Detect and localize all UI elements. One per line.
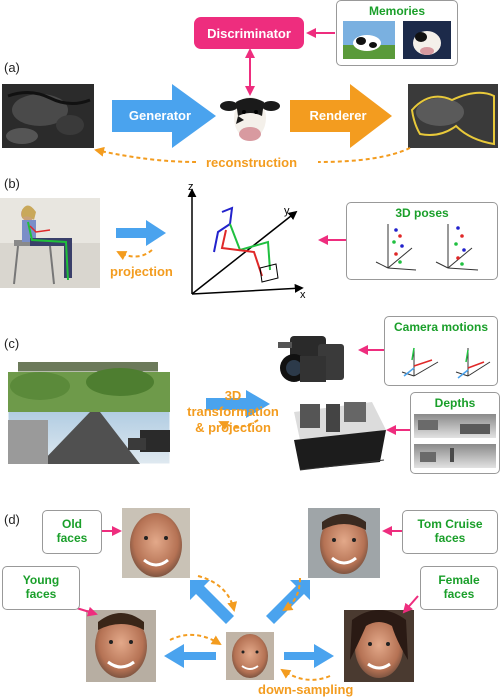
projection-label: projection (110, 264, 173, 279)
memories-box: Memories (336, 0, 458, 66)
3d-poses-title: 3D poses (395, 206, 449, 220)
transform-label-line2: & projection (195, 420, 271, 435)
axis-y-label: y (284, 205, 290, 217)
young-faces-line1: Young (22, 573, 60, 587)
tom-cruise-faces-line1: Tom Cruise (417, 517, 483, 531)
tom-cruise-faces-line2: faces (434, 531, 466, 545)
street-transform-arrow (206, 390, 270, 418)
arrow-to-tom-cruise (266, 580, 310, 624)
projection-arrow (116, 249, 153, 261)
camera-motion-plots (401, 347, 491, 379)
face-center-lowres (226, 632, 274, 680)
transform-label-line1: 3D transformation (187, 388, 279, 419)
panel-b-label: (b) (4, 176, 20, 191)
old-faces-line2: faces (56, 531, 88, 545)
young-faces-line2: faces (25, 587, 57, 601)
memories-title: Memories (368, 4, 426, 18)
female-faces-line2: faces (443, 587, 475, 601)
face-female (344, 610, 414, 682)
depths-title: Depths (434, 396, 476, 410)
tom-back-arrow (282, 577, 301, 612)
axis-x-label: x (300, 289, 306, 301)
face-old (122, 508, 190, 578)
axis-z-label: z (188, 181, 194, 193)
3d-poses-mini-plots (375, 224, 479, 271)
female-back-arrow (280, 668, 331, 681)
memories-cow-photos (343, 21, 451, 59)
street-photos (7, 362, 171, 465)
female-faces-line1: Female (438, 573, 480, 587)
arrow-to-old (190, 580, 234, 624)
renderer-arrow (290, 84, 392, 148)
tom-cruise-faces-box: Tom Cruise faces (402, 510, 498, 554)
transform-label: 3D transformation & projection (178, 388, 288, 436)
generator-arrow (112, 84, 216, 148)
depth-point-cloud (294, 402, 386, 471)
depth-maps (414, 414, 496, 468)
panel-c-label: (c) (4, 336, 20, 351)
3d-poses-box: 3D poses (346, 202, 498, 280)
camera-motions-box: Camera motions (384, 316, 498, 386)
discriminator-box: Discriminator (194, 17, 304, 49)
3d-skeleton-plot (187, 188, 304, 295)
young-back-arrow (169, 633, 222, 646)
panel-d-label: (d) (4, 512, 20, 527)
video-camera-icon (278, 336, 344, 382)
arrow-to-young (164, 644, 216, 668)
renderer-label: Renderer (309, 108, 366, 123)
female-faces-box: Female faces (420, 566, 498, 610)
face-young (86, 610, 156, 682)
transform-back-arrow (218, 419, 259, 431)
camera-motions-title: Camera motions (393, 320, 489, 334)
panel-a-label: (a) (4, 60, 20, 75)
depths-box: Depths (410, 392, 500, 474)
downsampling-label: down-sampling (258, 682, 354, 697)
person-sitting-photo (0, 198, 100, 288)
young-faces-box: Young faces (2, 566, 80, 610)
female-box-arrow (402, 595, 419, 614)
person-to-3d-arrow (116, 220, 166, 246)
texture-image (2, 84, 94, 148)
rendered-image (408, 84, 498, 148)
reconstruction-label: reconstruction (206, 155, 298, 170)
arrow-to-female (284, 644, 334, 668)
cow-head-image (220, 97, 280, 141)
face-tom-cruise (308, 508, 380, 578)
old-faces-line1: Old (62, 517, 82, 531)
generator-label: Generator (129, 108, 191, 123)
reconstruction-arrow (96, 148, 411, 163)
old-faces-box: Old faces (42, 510, 102, 554)
